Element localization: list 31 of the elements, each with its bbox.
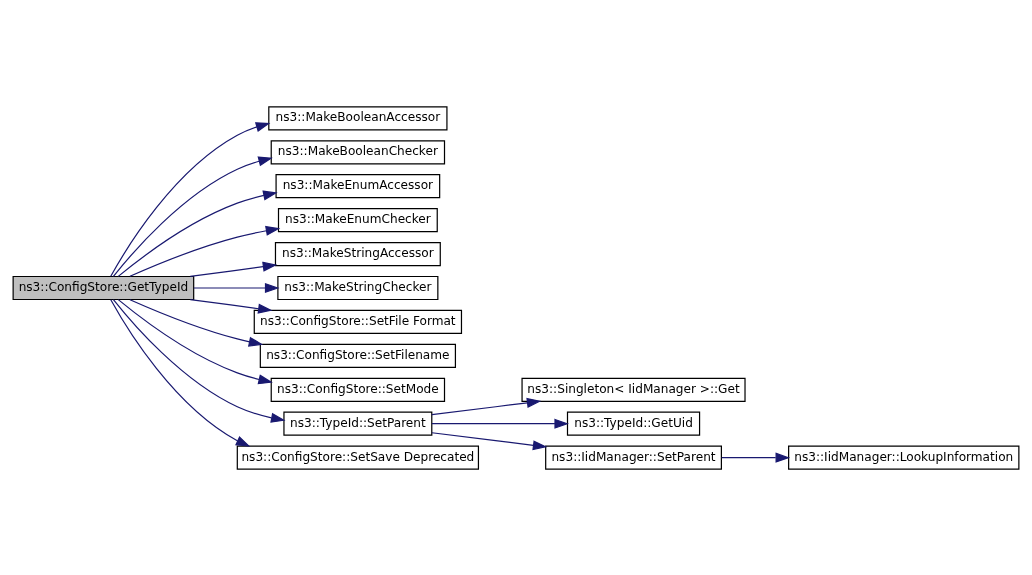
node-box: ns3::ConfigStore::SetMode bbox=[270, 377, 446, 402]
node-box: ns3::ConfigStore::SetFilename bbox=[259, 343, 456, 368]
node-box: ns3::MakeBooleanChecker bbox=[270, 139, 446, 164]
node-box: ns3::ConfigStore::SetFile Format bbox=[253, 309, 463, 334]
arrow bbox=[112, 298, 286, 423]
arrow bbox=[189, 298, 273, 314]
node-box: ns3::MakeEnumChecker bbox=[277, 207, 438, 232]
arrow bbox=[431, 418, 569, 429]
node-box: ns3::IidManager::SetParent bbox=[545, 445, 722, 470]
arrow bbox=[431, 397, 542, 415]
arrow bbox=[431, 431, 548, 450]
node-box: ns3::Singleton< IidManager >::Get bbox=[521, 377, 746, 402]
node-box: ns3::MakeStringAccessor bbox=[274, 241, 441, 266]
node-box: ns3::MakeBooleanAccessor bbox=[268, 105, 448, 130]
node-box: ns3::MakeStringChecker bbox=[277, 275, 439, 300]
arrow bbox=[112, 155, 273, 277]
arrow bbox=[117, 298, 273, 384]
arrow bbox=[129, 298, 264, 347]
arrow bbox=[189, 261, 278, 277]
node-box: ns3::TypeId::GetUid bbox=[566, 411, 701, 436]
arrow bbox=[110, 298, 251, 447]
arrow bbox=[193, 282, 280, 293]
node-box: ns3::TypeId::SetParent bbox=[283, 411, 433, 436]
node-box: ns3::ConfigStore::SetSave Deprecated bbox=[236, 445, 480, 470]
arrow bbox=[117, 190, 278, 277]
arrow bbox=[110, 121, 271, 277]
arrow bbox=[129, 225, 281, 277]
arrow bbox=[721, 452, 791, 463]
node-box: ns3::ConfigStore::GetTypeId bbox=[12, 275, 195, 300]
node-box: ns3::IidManager::LookupInformation bbox=[788, 445, 1020, 470]
node-box: ns3::MakeEnumAccessor bbox=[275, 173, 441, 198]
